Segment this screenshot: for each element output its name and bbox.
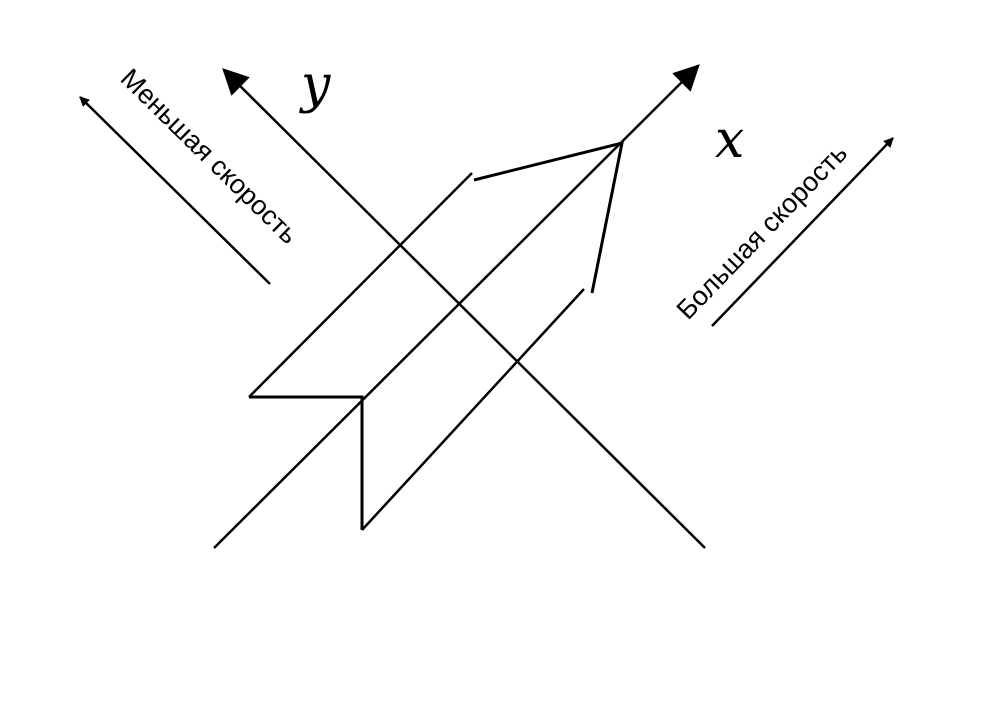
x-axis-line: [213, 64, 700, 549]
arrow-body-outline: [473, 140, 624, 294]
arrow-body-lower-edge: [361, 288, 585, 531]
lower-speed-arrow: [79, 96, 271, 285]
x-axis-label: x: [715, 110, 744, 170]
arrow-body-tail: [249, 395, 364, 530]
higher-speed-label: Большая скорость: [671, 138, 853, 325]
arrow-body-upper-edge: [248, 172, 473, 398]
y-axis-label: y: [299, 55, 331, 115]
y-axis-line: [222, 68, 706, 549]
lower-speed-label: Меньшая скорость: [115, 63, 304, 250]
higher-speed-arrow: [711, 137, 894, 327]
